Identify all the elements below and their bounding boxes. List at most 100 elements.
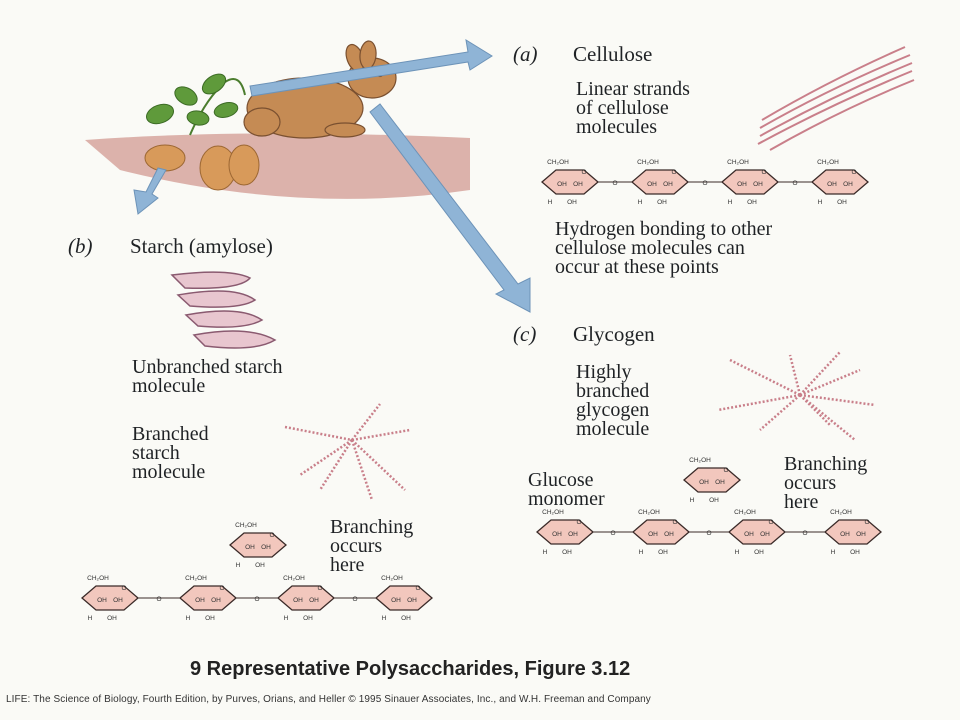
starch-helix bbox=[170, 271, 277, 349]
ring-atom-label: OH bbox=[309, 597, 319, 604]
label-line: molecule bbox=[132, 461, 206, 483]
ring-atom-label: O bbox=[610, 530, 615, 537]
panel-a-desc-line: of cellulose bbox=[576, 97, 669, 119]
ring-atom-label: OH bbox=[245, 544, 255, 551]
ring-atom-label: O bbox=[317, 585, 322, 592]
ring-atom-label: CH₂OH bbox=[734, 509, 756, 516]
label-line: Branching bbox=[330, 516, 414, 538]
panel-a-title: Cellulose bbox=[573, 42, 653, 66]
ring-atom-label: OH bbox=[747, 199, 757, 206]
ring-atom-label: O bbox=[864, 519, 869, 526]
ring-atom-label: O bbox=[156, 596, 161, 603]
ring-atom-label: OH bbox=[573, 181, 583, 188]
ring-atom-label: H bbox=[831, 549, 836, 556]
ring-atom-label: OH bbox=[840, 531, 850, 538]
label-line: occurs bbox=[330, 535, 383, 557]
ring-atom-label: H bbox=[735, 549, 740, 556]
ring-atom-label: OH bbox=[753, 181, 763, 188]
glucose-ring bbox=[632, 519, 690, 545]
panel-b-letter: (b) bbox=[68, 234, 93, 258]
cellulose-strands bbox=[757, 46, 915, 151]
label-line: molecule bbox=[576, 418, 650, 440]
ring-atom-label: OH bbox=[401, 615, 411, 622]
panel-a-desc-line: Linear strands bbox=[576, 78, 690, 100]
figure-caption: 9 Representative Polysaccharides, Figure… bbox=[190, 658, 631, 680]
ring-atom-label: OH bbox=[255, 562, 265, 569]
ring-atom-label: CH₂OH bbox=[283, 575, 305, 582]
ring-atom-label: O bbox=[851, 169, 856, 176]
ring-atom-label: OH bbox=[648, 531, 658, 538]
glucose-ring bbox=[631, 169, 689, 195]
ring-atom-label: H bbox=[382, 615, 387, 622]
ring-atom-label: O bbox=[581, 169, 586, 176]
glycogen-branching-note: Branching occurs here bbox=[784, 453, 868, 513]
ring-atom-label: H bbox=[690, 497, 695, 504]
glucose-ring bbox=[541, 169, 599, 195]
arrow-to-glycogen bbox=[369, 103, 531, 313]
glucose-ring bbox=[721, 169, 779, 195]
branched-starch-strands bbox=[284, 403, 411, 501]
ring-atom-label: H bbox=[639, 549, 644, 556]
ring-atom-label: CH₂OH bbox=[87, 575, 109, 582]
ring-atom-label: OH bbox=[754, 549, 764, 556]
ring-atom-label: O bbox=[254, 596, 259, 603]
label-line: here bbox=[784, 491, 819, 513]
copyright-credit: LIFE: The Science of Biology, Fourth Edi… bbox=[6, 694, 651, 705]
ring-atom-label: H bbox=[818, 199, 823, 206]
arrow-to-starch bbox=[133, 167, 167, 215]
label-line: Branching bbox=[784, 453, 868, 475]
glucose-ring bbox=[824, 519, 882, 545]
panel-a-letter: (a) bbox=[513, 42, 538, 66]
starch-branching-note: Branching occurs here bbox=[330, 516, 414, 575]
glucose-ring bbox=[81, 585, 139, 611]
ring-atom-label: OH bbox=[827, 181, 837, 188]
ring-atom-label: H bbox=[88, 615, 93, 622]
ring-atom-label: CH₂OH bbox=[817, 159, 839, 166]
ring-atom-label: OH bbox=[663, 181, 673, 188]
ring-atom-label: OH bbox=[647, 181, 657, 188]
ring-atom-label: H bbox=[638, 199, 643, 206]
ring-atom-label: CH₂OH bbox=[547, 159, 569, 166]
ring-atom-label: O bbox=[415, 585, 420, 592]
ring-atom-label: OH bbox=[195, 597, 205, 604]
ring-atom-label: OH bbox=[699, 479, 709, 486]
ring-atom-label: OH bbox=[850, 549, 860, 556]
ring-atom-label: OH bbox=[211, 597, 221, 604]
ring-atom-label: CH₂OH bbox=[185, 575, 207, 582]
ring-atom-label: OH bbox=[205, 615, 215, 622]
ring-atom-label: O bbox=[761, 169, 766, 176]
label-line: molecule bbox=[132, 375, 206, 397]
ring-atom-label: OH bbox=[552, 531, 562, 538]
ring-atom-label: OH bbox=[303, 615, 313, 622]
ring-atom-label: CH₂OH bbox=[727, 159, 749, 166]
ring-atom-label: O bbox=[802, 530, 807, 537]
note-line: Hydrogen bonding to other bbox=[555, 218, 773, 240]
label-line: glycogen bbox=[576, 399, 650, 421]
panel-a-desc-line: molecules bbox=[576, 116, 658, 138]
ring-atom-label: OH bbox=[391, 597, 401, 604]
glucose-ring bbox=[277, 585, 335, 611]
hydrogen-bond-note: Hydrogen bonding to other cellulose mole… bbox=[555, 218, 773, 277]
ring-atom-label: O bbox=[723, 467, 728, 474]
unbranched-starch-label: Unbranched starch molecule bbox=[132, 356, 283, 397]
ring-atom-label: CH₂OH bbox=[235, 522, 257, 529]
label-line: Unbranched starch bbox=[132, 356, 283, 378]
ring-atom-label: O bbox=[768, 519, 773, 526]
ring-atom-label: OH bbox=[562, 549, 572, 556]
ring-atom-label: H bbox=[543, 549, 548, 556]
glucose-ring bbox=[683, 467, 741, 493]
ring-atom-label: OH bbox=[567, 199, 577, 206]
ring-atom-label: H bbox=[284, 615, 289, 622]
ring-atom-label: O bbox=[219, 585, 224, 592]
potato-tubers bbox=[144, 144, 260, 191]
ring-atom-label: OH bbox=[760, 531, 770, 538]
ring-atom-label: O bbox=[706, 530, 711, 537]
ring-atom-label: O bbox=[702, 180, 707, 187]
label-line: Branched bbox=[132, 423, 209, 445]
ring-atom-label: O bbox=[121, 585, 126, 592]
label-line: occurs bbox=[784, 472, 837, 494]
ring-atom-label: CH₂OH bbox=[381, 575, 403, 582]
ring-atom-label: OH bbox=[658, 549, 668, 556]
panel-b-title: Starch (amylose) bbox=[130, 234, 273, 258]
